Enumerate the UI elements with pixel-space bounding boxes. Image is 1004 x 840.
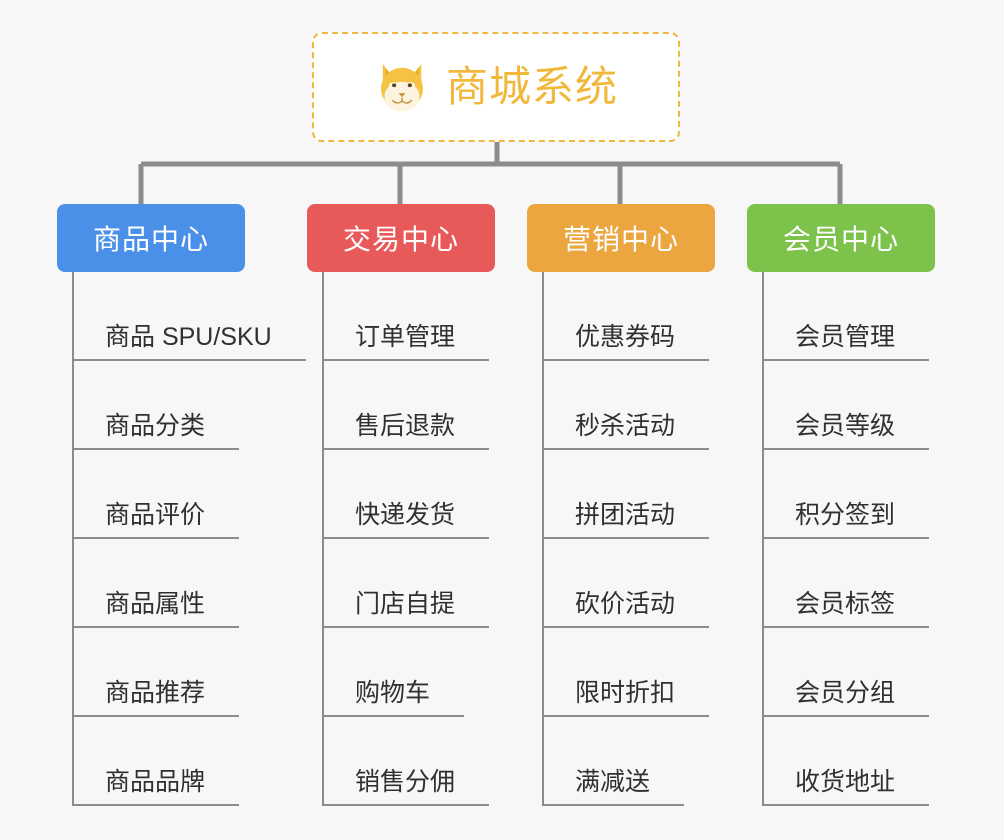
leaf-label: 秒杀活动 — [542, 412, 710, 450]
branch-column-product: 商品中心 商品 SPU/SKU 商品分类 商品评价 商品属性 商品推荐 商品品牌 — [57, 204, 306, 806]
leaf-item[interactable]: 商品 SPU/SKU — [57, 272, 306, 361]
leaf-item[interactable]: 积分签到 — [747, 450, 965, 539]
leaf-item[interactable]: 限时折扣 — [527, 628, 745, 717]
branch-header-marketing[interactable]: 营销中心 — [527, 204, 715, 272]
leaf-label: 拼团活动 — [542, 501, 710, 539]
leaf-label: 收货地址 — [762, 768, 930, 806]
leaf-label: 商品评价 — [72, 501, 240, 539]
branch-spine-member — [762, 272, 764, 806]
branch-header-member[interactable]: 会员中心 — [747, 204, 935, 272]
leaf-label: 快递发货 — [322, 501, 490, 539]
leaf-label: 门店自提 — [322, 590, 490, 628]
leaf-label: 商品品牌 — [72, 768, 240, 806]
leaf-item[interactable]: 砍价活动 — [527, 539, 745, 628]
root-title: 商城系统 — [445, 63, 618, 110]
branch-body-trade: 订单管理 售后退款 快递发货 门店自提 购物车 销售分佣 — [307, 272, 525, 806]
leaf-label: 会员分组 — [762, 679, 930, 717]
leaf-item[interactable]: 售后退款 — [307, 361, 525, 450]
leaf-label: 商品属性 — [72, 590, 240, 628]
leaf-label: 订单管理 — [322, 323, 490, 361]
branch-spine-product — [72, 272, 74, 806]
leaf-item[interactable]: 秒杀活动 — [527, 361, 745, 450]
leaf-item[interactable]: 会员等级 — [747, 361, 965, 450]
branch-spine-marketing — [542, 272, 544, 806]
branch-column-trade: 交易中心 订单管理 售后退款 快递发货 门店自提 购物车 销售分佣 — [307, 204, 525, 806]
leaf-label: 商品推荐 — [72, 679, 240, 717]
leaf-item[interactable]: 商品评价 — [57, 450, 275, 539]
leaf-item[interactable]: 优惠券码 — [527, 272, 745, 361]
leaf-label: 满减送 — [542, 768, 685, 806]
branch-body-member: 会员管理 会员等级 积分签到 会员标签 会员分组 收货地址 — [747, 272, 965, 806]
leaf-item[interactable]: 商品推荐 — [57, 628, 275, 717]
leaf-item[interactable]: 快递发货 — [307, 450, 525, 539]
branch-column-marketing: 营销中心 优惠券码 秒杀活动 拼团活动 砍价活动 限时折扣 满减送 — [527, 204, 745, 806]
leaf-item[interactable]: 满减送 — [527, 717, 745, 806]
leaf-label: 优惠券码 — [542, 323, 710, 361]
leaf-label: 商品分类 — [72, 412, 240, 450]
leaf-item[interactable]: 购物车 — [307, 628, 525, 717]
branch-header-trade[interactable]: 交易中心 — [307, 204, 495, 272]
branch-columns: 商品中心 商品 SPU/SKU 商品分类 商品评价 商品属性 商品推荐 商品品牌… — [0, 204, 1004, 840]
leaf-item[interactable]: 订单管理 — [307, 272, 525, 361]
leaf-label: 积分签到 — [762, 501, 930, 539]
leaf-label: 购物车 — [322, 679, 465, 717]
leaf-label: 销售分佣 — [322, 768, 490, 806]
leaf-item[interactable]: 拼团活动 — [527, 450, 745, 539]
branch-body-product: 商品 SPU/SKU 商品分类 商品评价 商品属性 商品推荐 商品品牌 — [57, 272, 306, 806]
shiba-dog-face-icon — [380, 64, 423, 112]
leaf-label: 商品 SPU/SKU — [72, 323, 306, 361]
leaf-item[interactable]: 门店自提 — [307, 539, 525, 628]
leaf-label: 售后退款 — [322, 412, 490, 450]
leaf-item[interactable]: 商品属性 — [57, 539, 275, 628]
branch-column-member: 会员中心 会员管理 会员等级 积分签到 会员标签 会员分组 收货地址 — [747, 204, 965, 806]
leaf-item[interactable]: 会员标签 — [747, 539, 965, 628]
leaf-label: 会员标签 — [762, 590, 930, 628]
leaf-item[interactable]: 商品分类 — [57, 361, 275, 450]
leaf-item[interactable]: 会员管理 — [747, 272, 965, 361]
branch-header-product[interactable]: 商品中心 — [57, 204, 245, 272]
leaf-item[interactable]: 商品品牌 — [57, 717, 275, 806]
branch-body-marketing: 优惠券码 秒杀活动 拼团活动 砍价活动 限时折扣 满减送 — [527, 272, 745, 806]
leaf-item[interactable]: 收货地址 — [747, 717, 965, 806]
leaf-label: 砍价活动 — [542, 590, 710, 628]
leaf-item[interactable]: 会员分组 — [747, 628, 965, 717]
root-node[interactable]: 商城系统 — [312, 32, 680, 142]
leaf-label: 会员等级 — [762, 412, 930, 450]
leaf-label: 会员管理 — [762, 323, 930, 361]
branch-spine-trade — [322, 272, 324, 806]
leaf-item[interactable]: 销售分佣 — [307, 717, 525, 806]
leaf-label: 限时折扣 — [542, 679, 710, 717]
